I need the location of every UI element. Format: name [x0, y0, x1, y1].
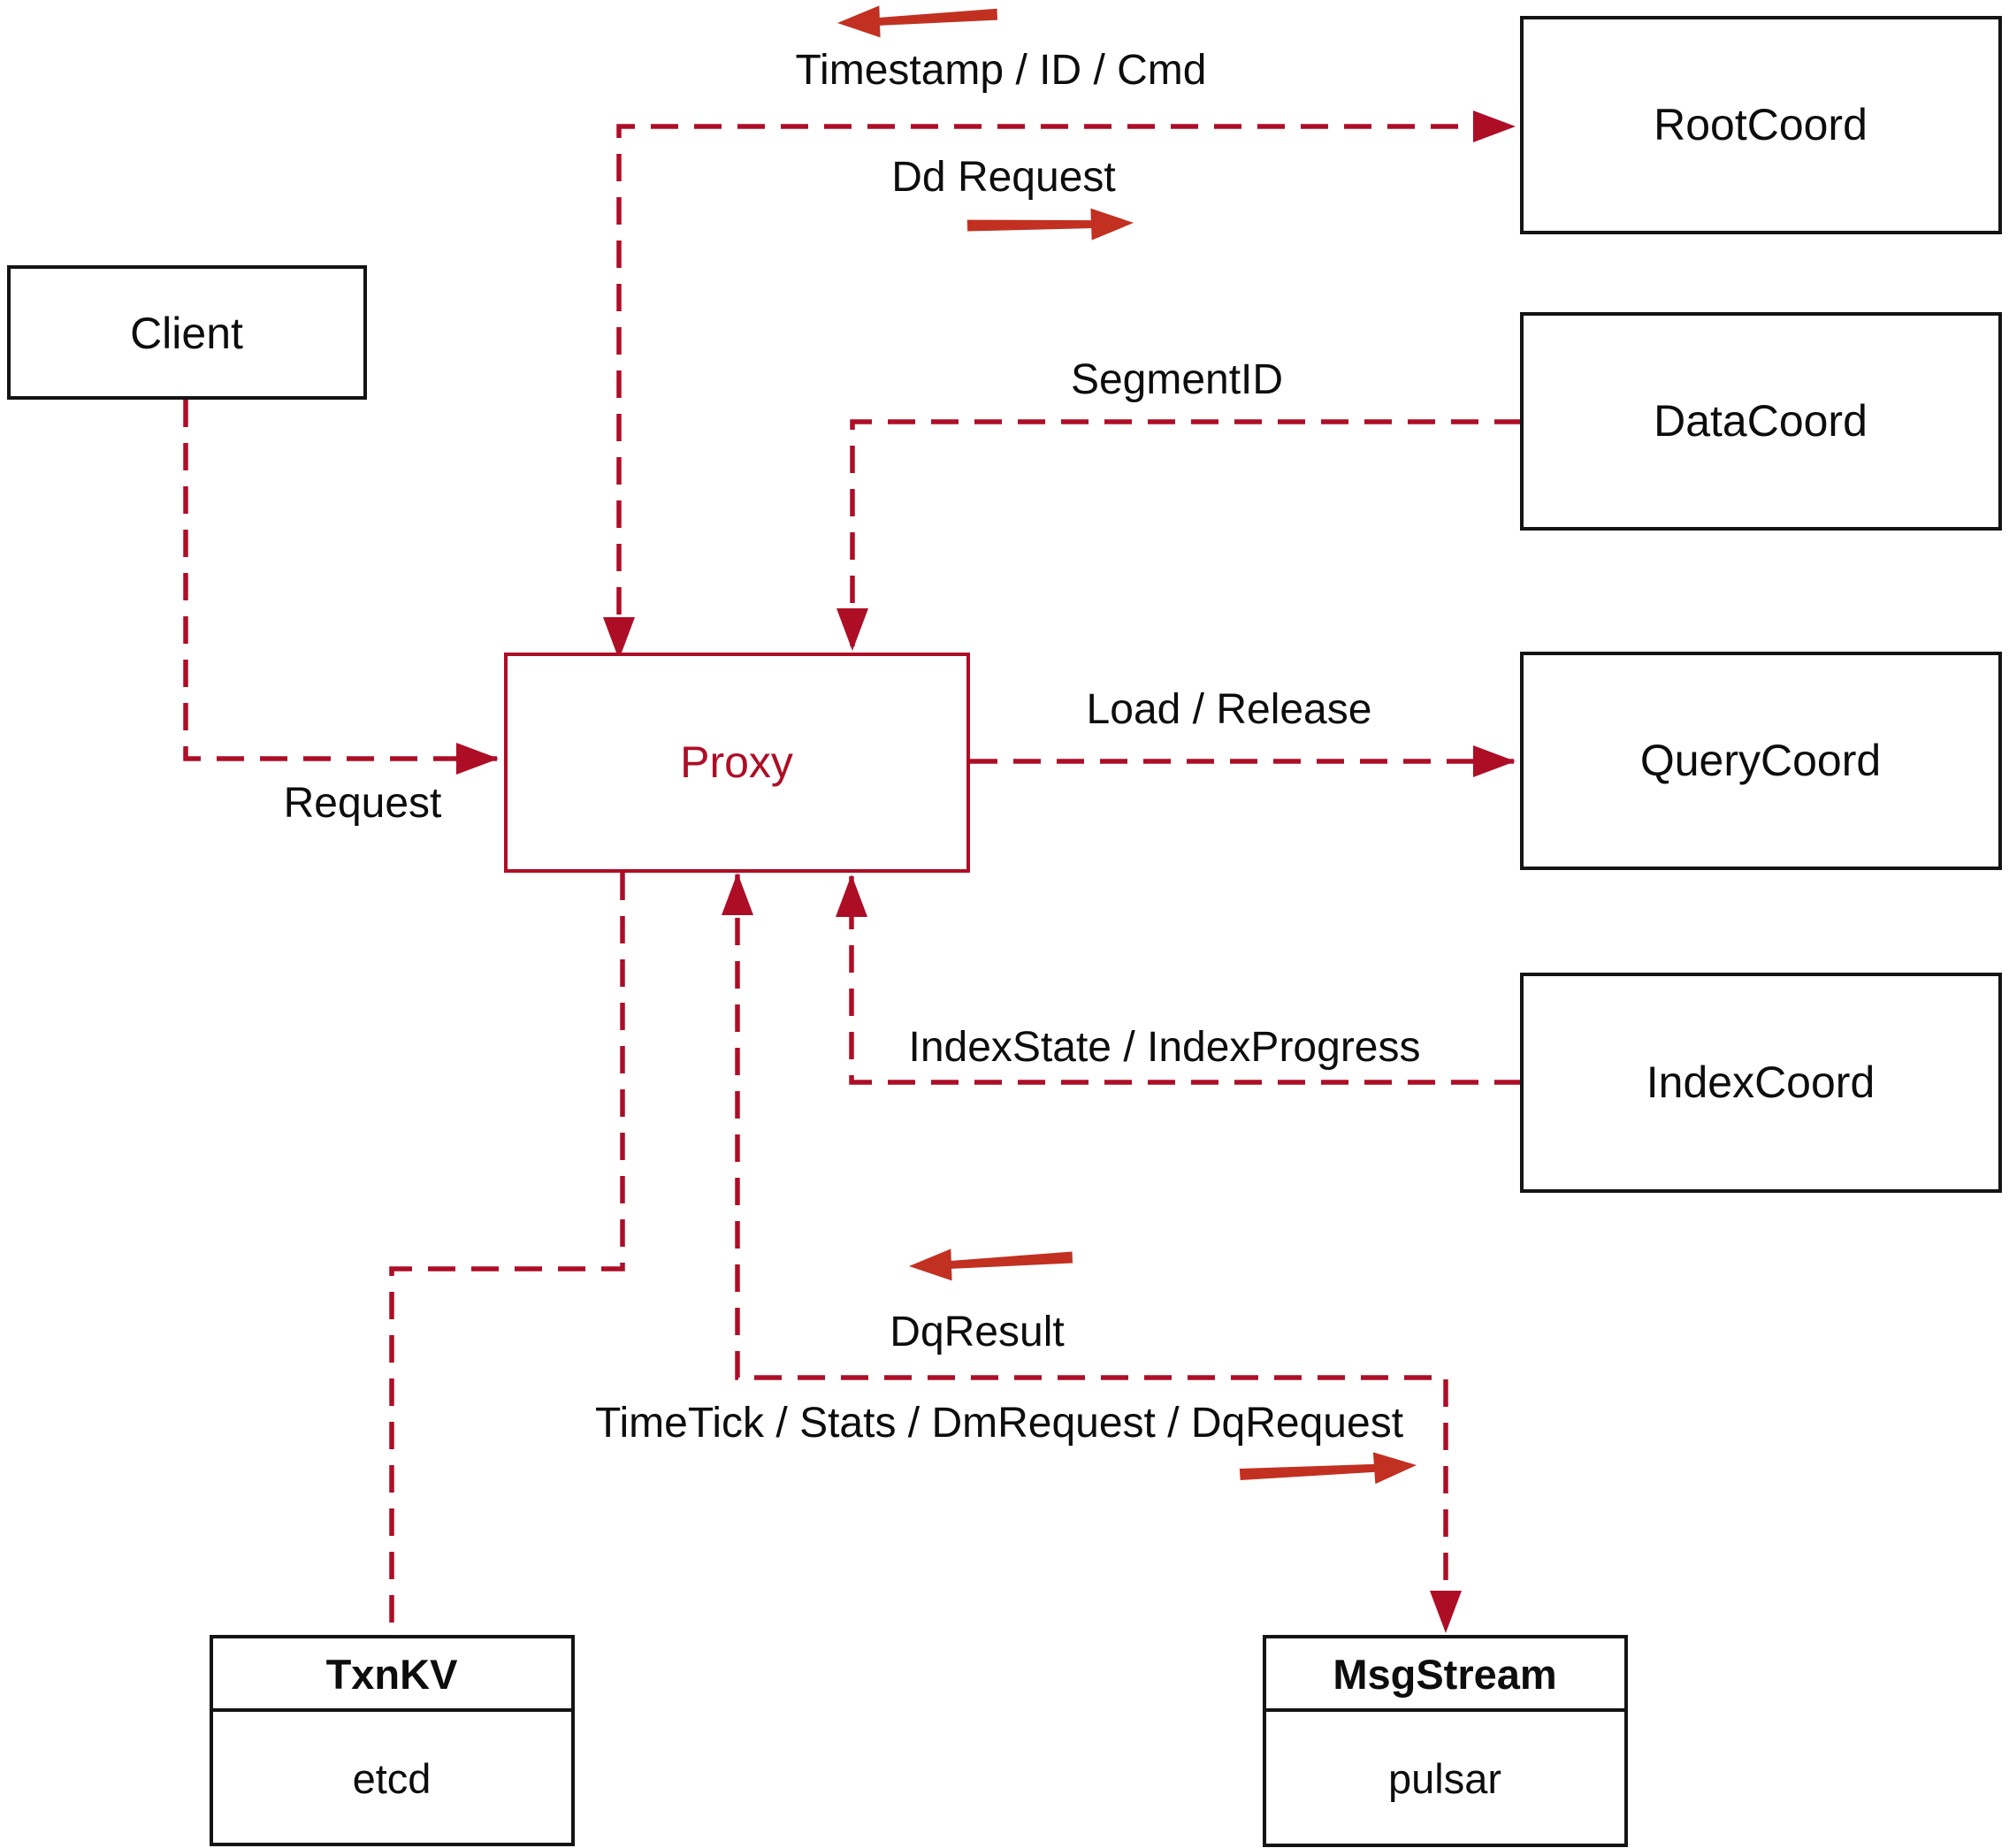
node-proxy-label: Proxy	[680, 737, 793, 787]
node-txnkv-title: TxnKV	[326, 1651, 459, 1698]
node-proxy: Proxy	[504, 653, 970, 873]
edge-label-timetick: TimeTick / Stats / DmRequest / DqRequest	[595, 1400, 1403, 1447]
edge-datacoord-to-proxy	[836, 419, 1522, 651]
node-client-label: Client	[130, 309, 243, 358]
node-msgstream-subtitle: pulsar	[1388, 1755, 1501, 1802]
arrow-right-dd-request-icon	[966, 208, 1134, 241]
edge-client-to-proxy	[183, 400, 499, 775]
arrow-right-timetick-icon	[1239, 1452, 1417, 1485]
node-indexcoord-label: IndexCoord	[1646, 1058, 1875, 1107]
node-rootcoord: RootCoord	[1520, 16, 2002, 234]
edge-label-timestamp-id-cmd: Timestamp / ID / Cmd	[796, 47, 1207, 94]
node-rootcoord-label: RootCoord	[1654, 100, 1868, 149]
edge-proxy-msgstream	[722, 873, 1462, 1633]
edge-label-dq-result: DqResult	[890, 1309, 1064, 1355]
edge-label-dd-request: Dd Request	[891, 154, 1115, 201]
arrow-left-dqresult-icon	[909, 1249, 1073, 1281]
node-datacoord-label: DataCoord	[1654, 396, 1868, 446]
edge-proxy-rootcoord	[603, 111, 1516, 660]
edge-label-segment-id: SegmentID	[1071, 356, 1283, 403]
edge-label-load-release: Load / Release	[1087, 686, 1372, 733]
node-txnkv-subtitle: etcd	[353, 1755, 432, 1802]
node-msgstream: MsgStream pulsar	[1263, 1635, 1628, 1847]
node-querycoord: QueryCoord	[1520, 652, 2002, 870]
node-querycoord-label: QueryCoord	[1640, 736, 1881, 785]
node-datacoord: DataCoord	[1520, 312, 2002, 531]
edge-label-request: Request	[284, 780, 442, 827]
edge-proxy-to-txnkv	[389, 873, 625, 1635]
node-msgstream-title: MsgStream	[1333, 1651, 1556, 1698]
node-client: Client	[7, 265, 367, 400]
edge-label-index-state: IndexState / IndexProgress	[909, 1024, 1421, 1071]
node-txnkv: TxnKV etcd	[210, 1635, 575, 1846]
arrow-left-timestamp-icon	[837, 5, 997, 38]
node-indexcoord: IndexCoord	[1520, 973, 2002, 1193]
